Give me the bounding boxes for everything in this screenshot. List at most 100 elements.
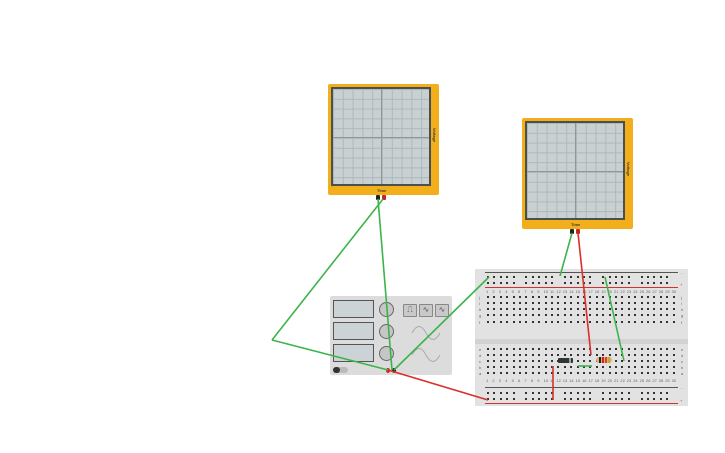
breadboard-hole[interactable]	[557, 296, 560, 298]
breadboard-hole[interactable]	[627, 372, 630, 374]
breadboard-hole[interactable]	[615, 321, 617, 323]
breadboard-hole[interactable]	[608, 302, 611, 304]
rail-hole[interactable]	[506, 398, 509, 400]
breadboard-hole[interactable]	[576, 314, 579, 316]
breadboard-hole[interactable]	[602, 372, 605, 374]
breadboard-hole[interactable]	[525, 314, 528, 316]
breadboard-hole[interactable]	[563, 354, 566, 356]
rail-hole[interactable]	[602, 398, 605, 400]
breadboard-hole[interactable]	[583, 348, 585, 350]
rail-hole[interactable]	[487, 398, 489, 400]
breadboard-hole[interactable]	[506, 348, 509, 350]
rail-hole[interactable]	[621, 398, 624, 400]
breadboard-hole[interactable]	[615, 296, 617, 298]
rail-hole[interactable]	[608, 282, 611, 284]
rail-hole[interactable]	[615, 392, 617, 394]
breadboard-hole[interactable]	[583, 321, 585, 323]
breadboard-hole[interactable]	[544, 302, 547, 304]
breadboard-hole[interactable]	[608, 314, 611, 316]
breadboard-hole[interactable]	[589, 302, 592, 304]
rail-hole[interactable]	[525, 282, 528, 284]
breadboard-hole[interactable]	[506, 302, 509, 304]
breadboard-hole[interactable]	[647, 308, 649, 310]
breadboard-hole[interactable]	[506, 366, 509, 368]
breadboard-hole[interactable]	[570, 302, 573, 304]
breadboard-hole[interactable]	[583, 366, 585, 368]
breadboard-hole[interactable]	[589, 360, 592, 362]
breadboard-hole[interactable]	[608, 296, 611, 298]
breadboard-hole[interactable]	[563, 296, 566, 298]
breadboard-hole[interactable]	[666, 360, 669, 362]
breadboard-hole[interactable]	[627, 308, 630, 310]
breadboard-hole[interactable]	[519, 360, 521, 362]
breadboard-hole[interactable]	[499, 314, 502, 316]
breadboard-hole[interactable]	[615, 308, 617, 310]
breadboard-hole[interactable]	[499, 302, 502, 304]
breadboard-hole[interactable]	[557, 321, 560, 323]
breadboard-hole[interactable]	[602, 314, 605, 316]
breadboard-hole[interactable]	[499, 348, 502, 350]
rail-hole[interactable]	[627, 392, 630, 394]
breadboard-hole[interactable]	[583, 302, 585, 304]
breadboard-hole[interactable]	[589, 308, 592, 310]
breadboard-hole[interactable]	[519, 354, 521, 356]
breadboard-hole[interactable]	[519, 302, 521, 304]
breadboard-hole[interactable]	[538, 348, 541, 350]
breadboard-hole[interactable]	[570, 308, 573, 310]
breadboard-hole[interactable]	[595, 354, 598, 356]
rail-hole[interactable]	[576, 398, 579, 400]
breadboard-hole[interactable]	[621, 314, 624, 316]
black-probe-terminal[interactable]	[570, 229, 574, 234]
breadboard-hole[interactable]	[583, 296, 585, 298]
breadboard-hole[interactable]	[634, 321, 637, 323]
breadboard-hole[interactable]	[615, 372, 617, 374]
breadboard-hole[interactable]	[519, 308, 521, 310]
function-generator[interactable]: ⎍ ∿ ∿	[330, 296, 452, 375]
rail-hole[interactable]	[589, 398, 592, 400]
breadboard-hole[interactable]	[525, 308, 528, 310]
rail-hole[interactable]	[627, 276, 630, 278]
breadboard-hole[interactable]	[589, 354, 592, 356]
breadboard-hole[interactable]	[525, 372, 528, 374]
breadboard-hole[interactable]	[557, 302, 560, 304]
breadboard-hole[interactable]	[640, 302, 643, 304]
rail-hole[interactable]	[570, 276, 573, 278]
breadboard-hole[interactable]	[653, 296, 656, 298]
oscilloscope-2[interactable]: Time Voltage	[522, 118, 633, 229]
breadboard-hole[interactable]	[551, 354, 553, 356]
rail-hole[interactable]	[653, 282, 656, 284]
breadboard-hole[interactable]	[525, 296, 528, 298]
breadboard-hole[interactable]	[576, 354, 579, 356]
breadboard-hole[interactable]	[602, 321, 605, 323]
rail-hole[interactable]	[602, 282, 605, 284]
breadboard-hole[interactable]	[531, 360, 534, 362]
breadboard-hole[interactable]	[640, 348, 643, 350]
breadboard-hole[interactable]	[570, 354, 573, 356]
breadboard-hole[interactable]	[487, 296, 489, 298]
breadboard-hole[interactable]	[659, 321, 662, 323]
rail-hole[interactable]	[666, 392, 669, 394]
breadboard-hole[interactable]	[570, 366, 573, 368]
rail-hole[interactable]	[602, 276, 605, 278]
breadboard-hole[interactable]	[493, 302, 496, 304]
breadboard-hole[interactable]	[487, 366, 489, 368]
breadboard-hole[interactable]	[525, 321, 528, 323]
rail-hole[interactable]	[570, 282, 573, 284]
breadboard-hole[interactable]	[525, 366, 528, 368]
rail-hole[interactable]	[576, 276, 579, 278]
breadboard-hole[interactable]	[672, 366, 675, 368]
breadboard-hole[interactable]	[659, 372, 662, 374]
breadboard-hole[interactable]	[499, 354, 502, 356]
diode[interactable]	[558, 358, 573, 363]
breadboard-hole[interactable]	[589, 314, 592, 316]
breadboard-hole[interactable]	[570, 372, 573, 374]
rail-hole[interactable]	[487, 392, 489, 394]
breadboard-hole[interactable]	[666, 302, 669, 304]
breadboard-hole[interactable]	[551, 314, 553, 316]
breadboard-hole[interactable]	[499, 308, 502, 310]
breadboard-hole[interactable]	[570, 348, 573, 350]
rail-hole[interactable]	[531, 282, 534, 284]
breadboard-hole[interactable]	[583, 314, 585, 316]
breadboard-hole[interactable]	[487, 360, 489, 362]
breadboard-hole[interactable]	[506, 321, 509, 323]
